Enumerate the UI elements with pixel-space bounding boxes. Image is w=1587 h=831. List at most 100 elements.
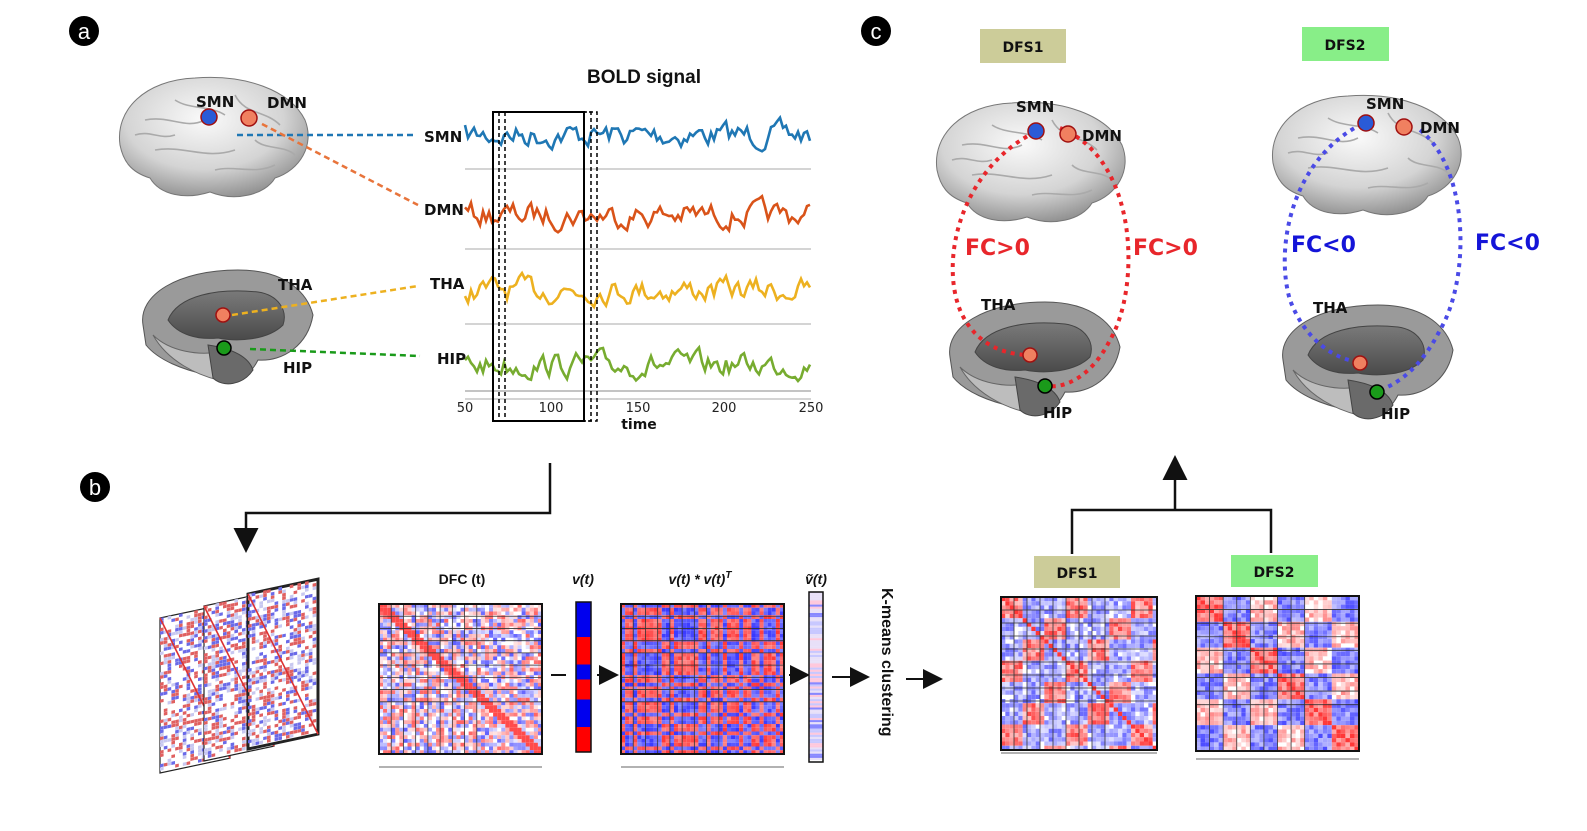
outer-cell bbox=[771, 694, 776, 698]
vt-cell bbox=[576, 697, 591, 700]
dfs1-cell bbox=[1083, 601, 1088, 606]
stack-cell bbox=[186, 614, 191, 619]
dfc-cell bbox=[456, 649, 461, 653]
outer-cell bbox=[771, 720, 776, 724]
dfc-cell bbox=[387, 611, 392, 616]
stack-cell bbox=[297, 640, 302, 645]
dfc-cell bbox=[533, 615, 538, 619]
stack-cell bbox=[255, 724, 260, 729]
outer-cell bbox=[751, 630, 756, 634]
stack-cell bbox=[215, 653, 219, 658]
dfc-cell bbox=[391, 660, 396, 664]
outer-cell bbox=[678, 641, 683, 646]
outer-cell bbox=[649, 671, 654, 676]
dfs1-cell bbox=[1139, 614, 1144, 619]
stack-cell bbox=[305, 730, 309, 735]
dfs1-cell bbox=[1009, 609, 1014, 614]
outer-cell bbox=[775, 622, 780, 627]
outer-cell bbox=[661, 667, 666, 672]
vtilde-cell bbox=[809, 701, 823, 704]
dfs1-cell bbox=[1148, 622, 1153, 627]
outer-cell bbox=[621, 712, 626, 717]
dfc-cell bbox=[436, 686, 441, 691]
vtilde-title: ṽ(t) bbox=[805, 571, 827, 587]
outer-cell bbox=[686, 701, 691, 706]
outer-cell bbox=[625, 739, 630, 743]
outer-cell bbox=[763, 615, 768, 619]
outer-cell bbox=[633, 607, 638, 612]
outer-cell bbox=[698, 604, 703, 608]
outer-cell bbox=[714, 656, 719, 661]
dfc-cell bbox=[501, 656, 506, 661]
outer-cell bbox=[665, 619, 670, 623]
stack-cell bbox=[230, 677, 235, 682]
outer-cell bbox=[759, 679, 764, 683]
outer-cell bbox=[657, 712, 662, 717]
outer-cell bbox=[763, 697, 768, 702]
dfc-cell bbox=[387, 619, 392, 623]
outer-cell bbox=[686, 604, 691, 608]
outer-cell bbox=[621, 690, 626, 694]
dfs1-cell bbox=[1001, 597, 1006, 602]
outer-cell bbox=[633, 671, 638, 676]
outer-cell bbox=[718, 735, 723, 739]
outer-cell bbox=[743, 679, 748, 683]
dfs1-cell bbox=[1066, 622, 1071, 627]
dfc-cell bbox=[387, 750, 392, 754]
stack-cell bbox=[238, 631, 242, 636]
dfc-cell bbox=[472, 660, 477, 664]
dfs1-cell bbox=[1148, 618, 1153, 623]
outer-cell bbox=[747, 619, 752, 623]
dfs1-cell bbox=[1096, 631, 1101, 636]
stack-cell bbox=[238, 747, 242, 752]
dfc-cell bbox=[415, 679, 420, 683]
dfs1-cell bbox=[1027, 609, 1032, 614]
dfc-cell bbox=[484, 656, 490, 661]
outer-cell bbox=[739, 607, 744, 612]
stack-cell bbox=[198, 677, 202, 682]
dfc-cell bbox=[431, 746, 437, 751]
vt-cell bbox=[576, 674, 591, 678]
stack-cell bbox=[226, 749, 231, 754]
stack-cell bbox=[270, 632, 275, 637]
outer-cell bbox=[641, 701, 646, 706]
dfc-cell bbox=[391, 607, 396, 612]
stack-cell bbox=[175, 688, 179, 693]
outer-cell bbox=[669, 746, 674, 751]
dfs1-cell bbox=[1074, 609, 1079, 614]
dfc-cell bbox=[383, 679, 388, 683]
stack-cell bbox=[230, 718, 235, 723]
dfc-cell bbox=[509, 622, 514, 627]
outer-cell bbox=[735, 701, 740, 706]
dfs1-cell bbox=[1131, 609, 1136, 614]
stack-cell bbox=[251, 680, 256, 685]
outer-cell bbox=[629, 660, 634, 664]
outer-cell bbox=[743, 694, 748, 698]
dfc-cell bbox=[472, 682, 477, 687]
dfc-cell bbox=[513, 607, 518, 612]
vtilde-cell bbox=[809, 659, 823, 662]
dfs1-cell bbox=[1135, 643, 1140, 648]
outer-cell bbox=[633, 735, 638, 739]
outer-cell bbox=[682, 682, 687, 687]
dfc-cell bbox=[423, 697, 428, 702]
outer-cell bbox=[759, 619, 764, 623]
stack-cell bbox=[190, 644, 194, 649]
dfc-cell bbox=[411, 656, 416, 661]
dfs1-cell bbox=[1035, 597, 1040, 602]
dfc-cell bbox=[509, 630, 514, 634]
outer-cell bbox=[629, 742, 634, 747]
dfc-cell bbox=[521, 660, 526, 664]
dfc-cell bbox=[517, 727, 522, 732]
dfc-cell bbox=[423, 607, 428, 612]
outer-cell bbox=[678, 742, 683, 747]
vtilde-cell bbox=[809, 699, 823, 702]
stack-cell bbox=[282, 677, 286, 682]
dfc-cell bbox=[484, 652, 490, 657]
dfc-cell bbox=[383, 656, 388, 661]
dfc-cell bbox=[533, 682, 538, 687]
dfs1-cell bbox=[1131, 626, 1136, 631]
vtilde-cell bbox=[809, 703, 823, 706]
dfc-cell bbox=[403, 739, 408, 743]
outer-cell bbox=[653, 709, 658, 713]
